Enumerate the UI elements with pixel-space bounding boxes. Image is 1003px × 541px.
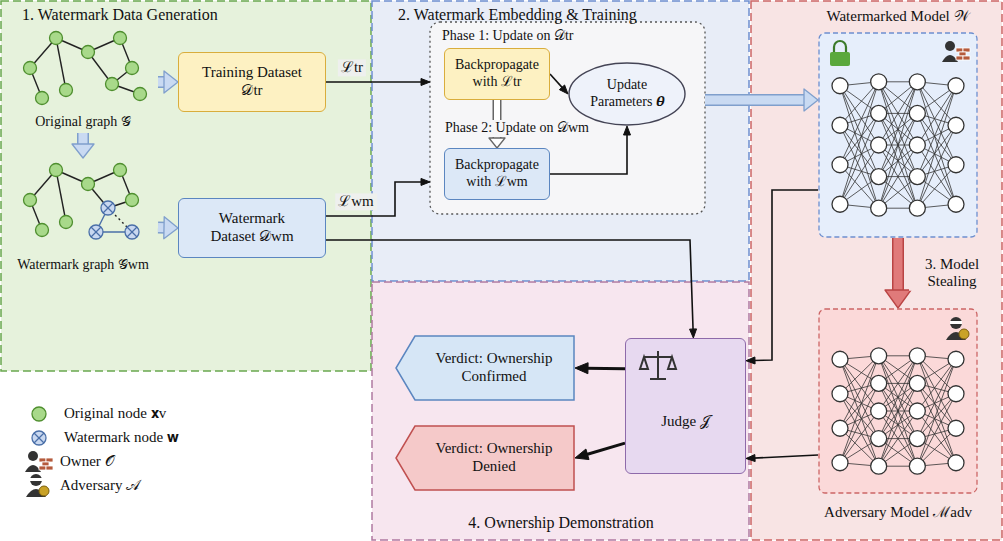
connector: [158, 217, 178, 239]
connector: [885, 238, 911, 308]
node-text: Judge 𝒥: [661, 413, 710, 431]
legend-row: Adversary 𝒜: [22, 476, 140, 496]
legend-text: Adversary 𝒜: [60, 477, 140, 495]
dataset-box: Training Dataset 𝒟tr: [178, 52, 326, 112]
owner-icon: [942, 41, 970, 62]
node-text: Verdict: Ownership Confirmed: [421, 350, 567, 385]
training-loop-box: [430, 22, 705, 214]
judge-box: Judge 𝒥: [625, 338, 746, 474]
node-text: 4. Ownership Demonstration: [372, 514, 750, 533]
adversary-frame: [818, 308, 978, 494]
loop-box: Phase 1: Update on 𝒟trPhase 2: Update on…: [430, 22, 705, 214]
node-text: Adversary Model ℳadv: [808, 504, 988, 522]
connector: [575, 443, 625, 459]
legend-symbol: [22, 476, 52, 496]
node-text: Watermark graph 𝒢wm: [8, 257, 158, 274]
node-text: Backpropagate with ℒtr: [448, 57, 546, 90]
arrow-head: [575, 363, 588, 374]
node-text: Original graph 𝒢: [8, 114, 158, 131]
arrow-head: [421, 178, 430, 185]
connector: [326, 178, 430, 216]
arrow-head: [164, 71, 178, 93]
legend-row: Original node 𝐱v: [26, 404, 166, 424]
region-panel: 4. Ownership Demonstration Judge 𝒥 Verdict…: [372, 282, 750, 541]
arrow-head: [575, 449, 589, 460]
connector: [550, 74, 568, 94]
node-text: Update Parameters 𝜽: [582, 77, 672, 110]
legend-symbol: [26, 404, 56, 424]
node-text: Verdict: Ownership Denied: [421, 440, 567, 475]
arrow-head: [489, 138, 505, 148]
arrow-head: [804, 89, 818, 111]
node-text: Phase 1: Update on 𝒟tr: [442, 28, 574, 45]
arrow-head: [746, 357, 755, 364]
arrow-head: [164, 217, 178, 239]
legend-text: Watermark node 𝐰: [64, 429, 179, 447]
graph-illustration: [8, 28, 158, 108]
legend-text: Original node 𝐱v: [64, 405, 166, 423]
node-text: Backpropagate with ℒwm: [448, 157, 546, 190]
verdict-shape: Verdict: Ownership Denied: [395, 425, 575, 491]
arrow-head: [885, 290, 911, 308]
owner-icon: [25, 451, 53, 472]
arrow-head: [746, 455, 755, 462]
legend-symbol: [22, 452, 52, 472]
lock-icon: [830, 41, 850, 66]
update-ellipse: Update Parameters 𝜽: [568, 62, 686, 126]
model-figure: Watermarked Model 𝒲: [818, 6, 978, 238]
region-panel: 1. Watermark Data GenerationOriginal gra…: [0, 0, 372, 372]
connector: [746, 190, 818, 364]
connector: [158, 71, 178, 93]
node-text: Watermarked Model 𝒲: [808, 8, 988, 26]
adversary-icon: [26, 474, 49, 497]
region-panel: 2. Watermark Embedding & TrainingPhase 1…: [372, 0, 750, 282]
node-text: Watermark Dataset 𝒟wm: [197, 210, 307, 245]
generation-region: [1, 1, 371, 371]
node-text: Phase 2: Update on 𝒟wm: [442, 120, 592, 137]
connector: [575, 363, 625, 374]
process-box: Backpropagate with ℒwm: [444, 148, 550, 200]
node-text: Training Dataset 𝒟tr: [201, 64, 303, 99]
watermark-graph-illustration: [8, 158, 158, 242]
connector: [705, 89, 818, 111]
connector: [326, 240, 697, 338]
adversary-icon: [946, 317, 969, 340]
arrow-head: [690, 329, 697, 338]
legend-row: Watermark node 𝐰: [26, 428, 179, 448]
dataset-box: Watermark Dataset 𝒟wm: [178, 198, 326, 258]
legend-text: Owner 𝒪: [60, 453, 114, 471]
training-region: [372, 1, 749, 281]
process-box: Backpropagate with ℒtr: [444, 48, 550, 100]
node-text: 1. Watermark Data Generation: [22, 6, 218, 25]
model-figure: Adversary Model ℳadv: [818, 308, 978, 526]
connector: [326, 79, 430, 86]
connector: [72, 133, 94, 158]
arrow-head: [421, 79, 430, 86]
legend-row: Owner 𝒪: [22, 452, 114, 472]
edge-label: ℒwm: [335, 193, 377, 210]
connector: [746, 455, 818, 462]
scale-icon: [626, 339, 741, 471]
edge-label: 3. Model Stealing: [909, 256, 995, 291]
arrow-head: [559, 85, 568, 94]
arrow-head: [72, 144, 94, 158]
edge-label: ℒtr: [338, 59, 366, 76]
graph-figure: Watermark graph 𝒢wm: [8, 158, 158, 276]
node-text: 2. Watermark Embedding & Training: [398, 6, 637, 25]
verdict-shape: Verdict: Ownership Confirmed: [395, 335, 575, 401]
arrow-head: [624, 126, 631, 135]
stealing-region: [751, 1, 1002, 540]
model-frame: [818, 32, 978, 238]
graph-figure: Original graph 𝒢: [8, 28, 158, 133]
legend-symbol: [26, 428, 56, 448]
